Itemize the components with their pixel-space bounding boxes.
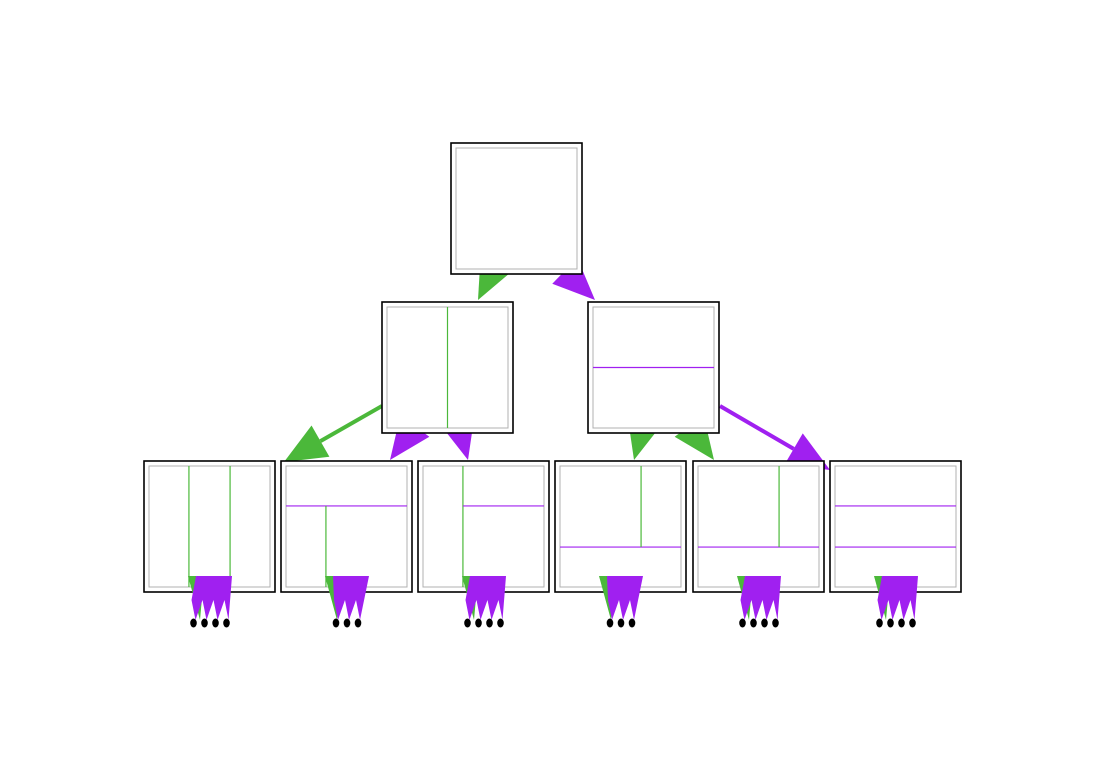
continuation-dot (617, 618, 625, 628)
continuation-dot (761, 618, 768, 628)
continuation-dot (486, 618, 493, 628)
leaf-continuation-4 (599, 576, 643, 628)
leaf-continuation-1 (188, 576, 232, 628)
panel-frame (143, 460, 276, 593)
edge-line (718, 404, 795, 451)
leaf-continuation-5 (737, 576, 781, 628)
edge-line (319, 404, 383, 443)
continuation-dot (606, 618, 614, 628)
continuation-dot (909, 618, 916, 628)
arrowhead (284, 425, 330, 462)
leaf-3 (417, 460, 550, 593)
child-arrowhead (740, 576, 781, 620)
continuation-dot (750, 618, 757, 628)
continuation-dot (628, 618, 636, 628)
continuation-dot (739, 618, 746, 628)
leaf-1 (143, 460, 276, 593)
edge-to-leaf-1 (284, 404, 383, 462)
leaf-6 (829, 460, 962, 593)
child-arrowhead (191, 576, 232, 620)
tree-nodes (143, 142, 962, 593)
continuation-dot (332, 618, 340, 628)
continuation-dot (190, 618, 197, 628)
continuation-dot (876, 618, 883, 628)
continuation-dot (343, 618, 351, 628)
arrowhead (552, 257, 595, 300)
tree-edges (284, 254, 830, 470)
panel-frame (280, 460, 413, 593)
continuation-dot (464, 618, 471, 628)
leaf-2 (280, 460, 413, 593)
child-arrowhead (333, 576, 369, 620)
panel-frame (554, 460, 687, 593)
leaf-continuation-2 (325, 576, 369, 628)
panel-frame (450, 142, 583, 275)
root-panel (450, 142, 583, 275)
leaf-continuation-6 (874, 576, 918, 628)
leaf-continuation-3 (462, 576, 506, 628)
continuation-dot (887, 618, 894, 628)
continuation-dot (223, 618, 230, 628)
child-arrowhead (607, 576, 643, 620)
child-arrowhead (465, 576, 506, 620)
panel-frame (829, 460, 962, 593)
continuation-dot (898, 618, 905, 628)
panel-frame (417, 460, 550, 593)
continuation-dot (212, 618, 219, 628)
leaf-continuations (188, 576, 918, 628)
level1-right-panel (587, 301, 720, 434)
level1-left-panel (381, 301, 514, 434)
continuation-dot (354, 618, 362, 628)
continuation-dot (497, 618, 504, 628)
continuation-dot (475, 618, 482, 628)
leaf-4 (554, 460, 687, 593)
continuation-dot (772, 618, 779, 628)
panel-frame (692, 460, 825, 593)
continuation-dot (201, 618, 208, 628)
child-arrowhead (877, 576, 918, 620)
leaf-5 (692, 460, 825, 593)
edge-root-to-level1-right (552, 257, 595, 300)
panel-inner-frame (455, 147, 578, 270)
